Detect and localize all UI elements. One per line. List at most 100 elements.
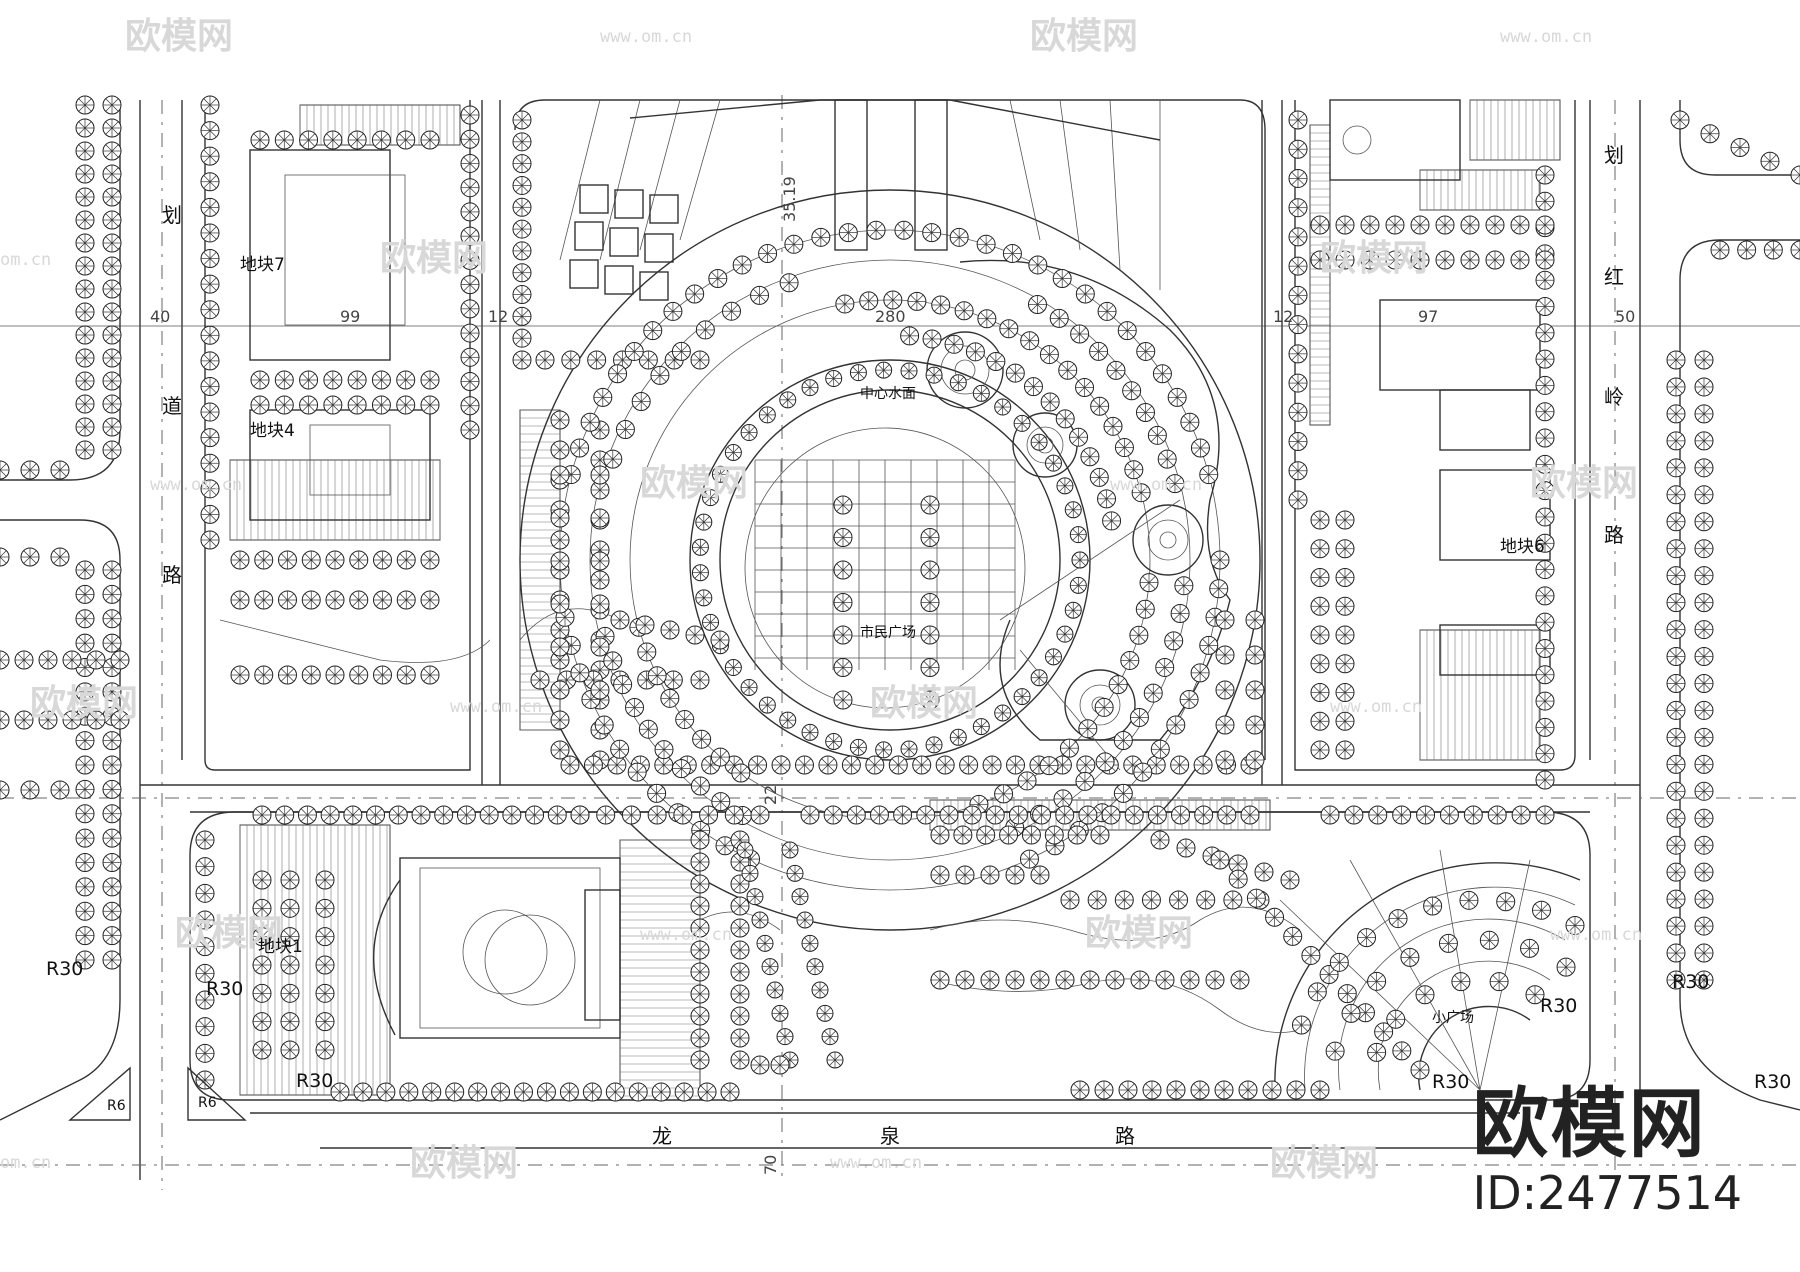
tree-symbol	[825, 732, 843, 750]
dimension-label: 280	[875, 307, 906, 326]
tree-symbol	[711, 792, 731, 812]
tree-symbol	[690, 1050, 710, 1070]
tree-symbol	[1694, 620, 1714, 640]
tree-symbol	[1460, 250, 1480, 270]
tree-symbol	[1694, 862, 1714, 882]
tree-symbol	[230, 550, 250, 570]
tree-symbol	[396, 665, 416, 685]
tree-symbol	[1039, 756, 1059, 776]
tree-symbol	[1410, 215, 1430, 235]
tree-symbol	[315, 1040, 335, 1060]
bottom-road-char: 路	[1115, 1124, 1135, 1148]
tree-symbol	[590, 594, 610, 614]
tree-symbol	[736, 841, 754, 859]
tree-symbol	[972, 718, 990, 736]
tree-symbol	[690, 830, 710, 850]
tree-symbol	[625, 698, 645, 717]
tree-symbol	[274, 395, 294, 415]
tree-symbol	[1535, 402, 1555, 422]
tree-symbol	[460, 299, 480, 319]
tree-symbol	[1064, 601, 1082, 619]
tree-symbol	[699, 805, 719, 825]
tree-symbol	[590, 637, 610, 657]
watermark-brand: 欧模网	[125, 16, 233, 57]
tree-symbol	[1080, 970, 1100, 990]
tree-symbol	[371, 370, 391, 390]
tree-symbol	[1166, 1080, 1186, 1100]
tree-symbol	[955, 865, 975, 885]
tree-symbol	[1030, 669, 1048, 687]
tree-symbol	[1006, 755, 1026, 775]
tree-symbol	[1335, 625, 1355, 645]
civic-plaza-label: 市民广场	[860, 624, 916, 641]
tree-symbol	[930, 825, 950, 845]
tree-symbol	[756, 934, 774, 952]
tree-symbol	[1215, 610, 1235, 630]
dimension-label: 99	[340, 307, 360, 326]
tree-symbol	[692, 729, 712, 749]
tree-symbol	[102, 256, 122, 276]
tree-symbol	[594, 715, 614, 735]
tree-symbol	[849, 364, 867, 382]
tree-symbol	[711, 465, 729, 483]
left-road-char: 路	[162, 563, 182, 587]
tree-symbol	[833, 690, 853, 710]
tree-symbol	[770, 1055, 790, 1075]
tree-symbol	[420, 550, 440, 570]
tree-symbol	[323, 370, 343, 390]
tree-symbol	[1280, 870, 1300, 890]
tree-symbol	[663, 670, 683, 690]
tree-symbol	[1670, 110, 1690, 130]
tree-symbol	[280, 1040, 300, 1060]
tree-symbol	[1190, 663, 1210, 683]
right-road-char: 路	[1604, 523, 1624, 547]
tree-symbol	[349, 590, 369, 610]
tree-symbols	[0, 95, 1800, 1102]
tree-symbol	[826, 1051, 844, 1069]
tree-symbol	[702, 489, 720, 507]
tree-symbol	[102, 325, 122, 345]
tree-symbol	[75, 440, 95, 460]
tree-symbol	[0, 710, 10, 730]
tree-symbol	[420, 370, 440, 390]
right-road-char: 红	[1604, 265, 1624, 289]
tree-symbol	[1166, 715, 1186, 735]
tree-symbol	[200, 402, 220, 422]
tree-symbol	[200, 223, 220, 243]
tree-symbol	[794, 755, 814, 775]
tree-symbol	[1535, 665, 1555, 685]
tree-symbol	[1451, 972, 1471, 992]
tree-symbol	[1694, 808, 1714, 828]
tree-symbol	[411, 805, 431, 825]
tree-symbol	[1090, 396, 1110, 416]
tree-symbol	[1520, 938, 1540, 958]
tree-symbol	[1511, 805, 1531, 825]
tree-symbol	[811, 981, 829, 999]
tree-symbol	[456, 805, 476, 825]
tree-symbol	[920, 690, 940, 710]
tree-symbol	[724, 805, 744, 825]
tree-symbol	[1030, 865, 1050, 885]
radius-label: R30	[1432, 1071, 1469, 1093]
tree-symbol	[930, 970, 950, 990]
tree-symbol	[1044, 454, 1062, 472]
tree-symbol	[75, 348, 95, 368]
tree-symbol	[608, 364, 628, 384]
tree-symbol	[301, 665, 321, 685]
tree-symbol	[883, 290, 903, 310]
tree-symbol	[75, 560, 95, 580]
tree-symbol	[420, 130, 440, 150]
tree-symbol	[102, 609, 122, 629]
tree-symbol	[1070, 1080, 1090, 1100]
tree-symbol	[583, 755, 603, 775]
tree-symbol	[1694, 754, 1714, 774]
tree-symbol	[1460, 215, 1480, 235]
tree-symbol	[460, 347, 480, 367]
tree-symbol	[1245, 645, 1265, 665]
tree-symbol	[468, 1082, 488, 1102]
tree-symbol	[1194, 805, 1214, 825]
tree-symbol	[1209, 579, 1229, 599]
tree-symbol	[1760, 151, 1780, 171]
tree-symbol	[230, 665, 250, 685]
watermark-url: www.om.cn	[1330, 697, 1422, 717]
